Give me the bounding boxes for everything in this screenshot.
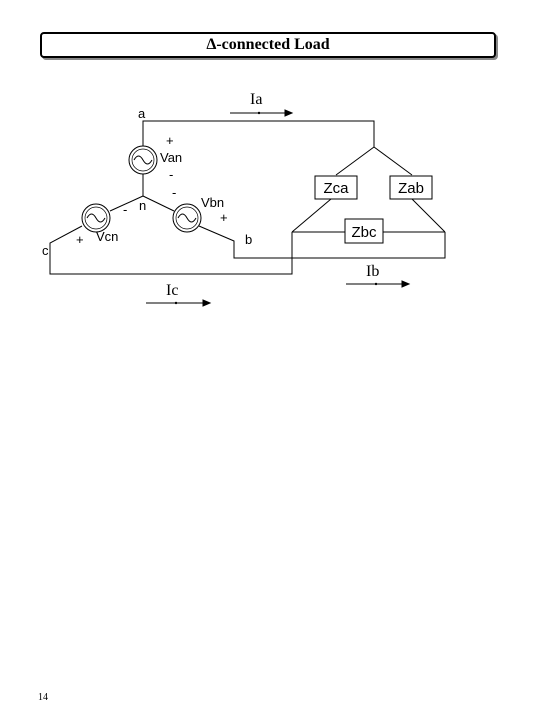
delta-right-upper bbox=[373, 146, 413, 176]
source-van bbox=[128, 145, 158, 175]
source-vbn-minus: - bbox=[172, 185, 176, 200]
source-vcn-label: Vcn bbox=[96, 229, 118, 244]
sine-icon bbox=[133, 155, 153, 165]
source-vcn bbox=[81, 203, 111, 233]
tick-dot bbox=[257, 111, 261, 115]
current-ia-label: Ia bbox=[250, 91, 262, 108]
arrowhead-icon bbox=[401, 280, 411, 288]
impedance-zab-label: Zab bbox=[398, 180, 424, 197]
tick-dot bbox=[174, 301, 178, 305]
source-vbn bbox=[172, 203, 202, 233]
sine-icon bbox=[177, 213, 197, 223]
source-vbn-label: Vbn bbox=[201, 195, 224, 210]
delta-left-upper bbox=[335, 146, 375, 176]
source-van-label: Van bbox=[160, 150, 182, 165]
node-label-b: b bbox=[245, 232, 252, 247]
delta-right-lower bbox=[411, 198, 446, 233]
wire-b bbox=[198, 225, 446, 259]
wire-neutral-vcn bbox=[109, 195, 144, 212]
source-van-plus: + bbox=[166, 133, 174, 148]
source-vcn-inner bbox=[84, 206, 108, 230]
source-vbn-plus: + bbox=[220, 210, 228, 225]
source-van-inner bbox=[131, 148, 155, 172]
source-vbn-inner bbox=[175, 206, 199, 230]
delta-left-lower bbox=[291, 198, 332, 233]
page-title: Δ-connected Load bbox=[206, 36, 330, 53]
title-box: Δ-connected Load bbox=[40, 32, 496, 58]
wires bbox=[49, 120, 446, 275]
impedance-zab-box bbox=[389, 175, 433, 200]
wire-neutral-vbn bbox=[142, 195, 175, 212]
current-ib-label: Ib bbox=[366, 263, 379, 280]
source-vcn-minus: - bbox=[123, 202, 127, 217]
tick-dot bbox=[374, 282, 378, 286]
wire-a bbox=[142, 120, 375, 147]
arrowhead-icon bbox=[284, 109, 294, 117]
current-ic-label: Ic bbox=[166, 282, 178, 299]
wire-c bbox=[49, 225, 293, 275]
impedance-zca-box bbox=[314, 175, 358, 200]
source-vcn-plus: + bbox=[76, 232, 84, 247]
page-number: 14 bbox=[38, 692, 48, 703]
node-label-c: c bbox=[42, 243, 49, 258]
node-label-a: a bbox=[138, 106, 146, 121]
arrowhead-icon bbox=[202, 299, 212, 307]
impedance-zbc-label: Zbc bbox=[351, 224, 377, 241]
node-label-n: n bbox=[139, 198, 146, 213]
sine-icon bbox=[86, 213, 106, 223]
impedance-zbc-box bbox=[344, 218, 384, 244]
source-van-minus: - bbox=[169, 167, 173, 182]
impedance-zca-label: Zca bbox=[323, 180, 349, 197]
